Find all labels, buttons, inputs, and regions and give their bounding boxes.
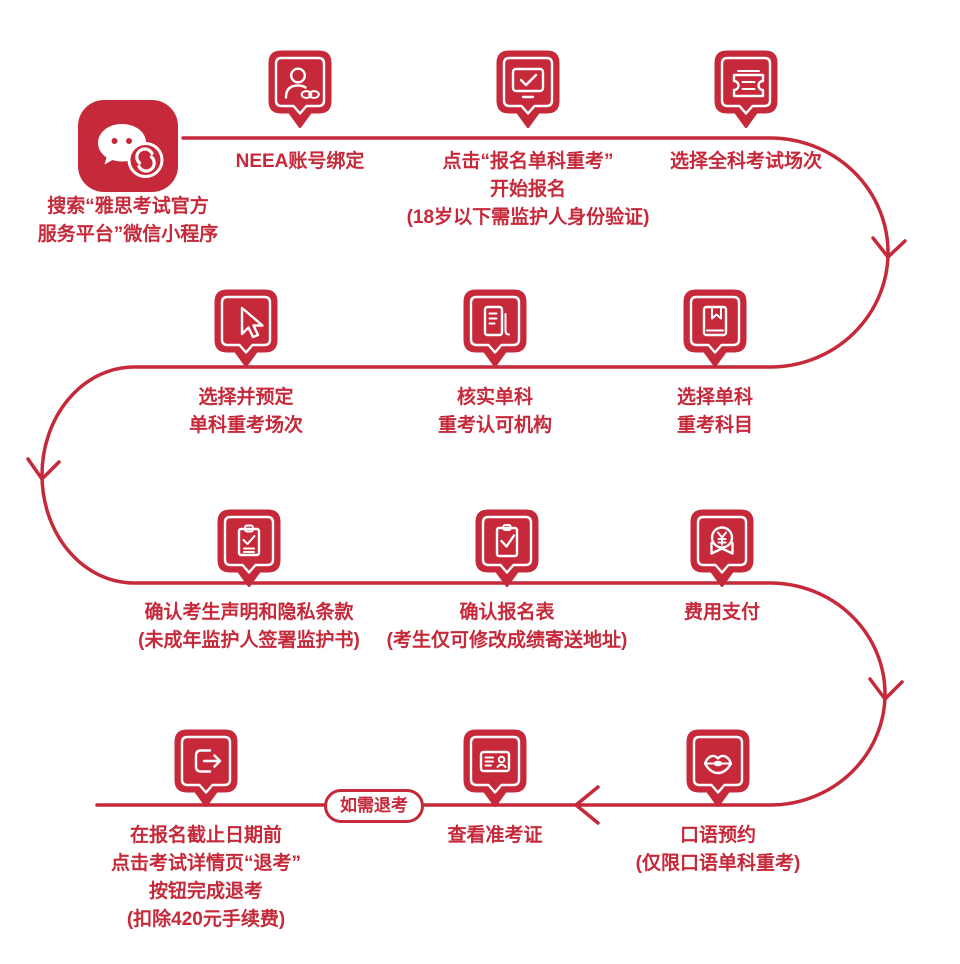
step-declaration-label: 确认考生声明和隐私条款 (未成年监护人签署监护书) [138,602,360,651]
exit-icon [174,729,238,807]
step-verify-org-label: 核实单科 重考认可机构 [437,387,553,436]
step-speaking-label: 口语预约 (仅限口语单科重考) [635,825,801,874]
cursor-icon [214,289,278,367]
arrow-down-right-1 [871,236,907,259]
step-retake-subject-label: 选择单科 重考科目 [676,387,754,436]
arrow-down-left [26,457,61,481]
step-full-session-label: 选择全科考试场次 [669,151,823,172]
clipboard-tick-icon [475,509,539,587]
step-admission-ticket-label: 查看准考证 [447,825,543,846]
step-neea-binding-label: NEEA账号绑定 [235,151,365,172]
detour-badge: 如需退考 [324,789,424,823]
step-payment-label: 费用支付 [683,602,761,623]
monitor-check-icon [496,50,560,128]
id-card-icon [463,729,527,807]
lips-icon [686,729,750,807]
ticket-icon [714,50,778,128]
wechat-logo-icon [78,100,178,192]
step-search-wechat-label: 搜索“雅思考试官方 服务平台”微信小程序 [37,196,219,245]
arrow-down-right-2 [868,677,904,701]
arrow-left [574,785,600,825]
payment-yuan-icon [690,509,754,587]
person-link-icon [268,50,332,128]
clipboard-check-icon [217,509,281,587]
book-bookmark-icon [683,289,747,367]
step-confirm-form-label: 确认报名表 (考生仅可修改成绩寄送地址) [386,602,628,651]
ledger-icon [463,289,527,367]
step-start-registration-label: 点击“报名单科重考” 开始报名 (18岁以下需监护人身份验证) [406,151,650,228]
step-reserve-session-label: 选择并预定 单科重考场次 [188,387,304,436]
step-cancel-label: 在报名截止日期前 点击考试详情页“退考” 按钮完成退考 (扣除420元手续费) [110,825,302,930]
